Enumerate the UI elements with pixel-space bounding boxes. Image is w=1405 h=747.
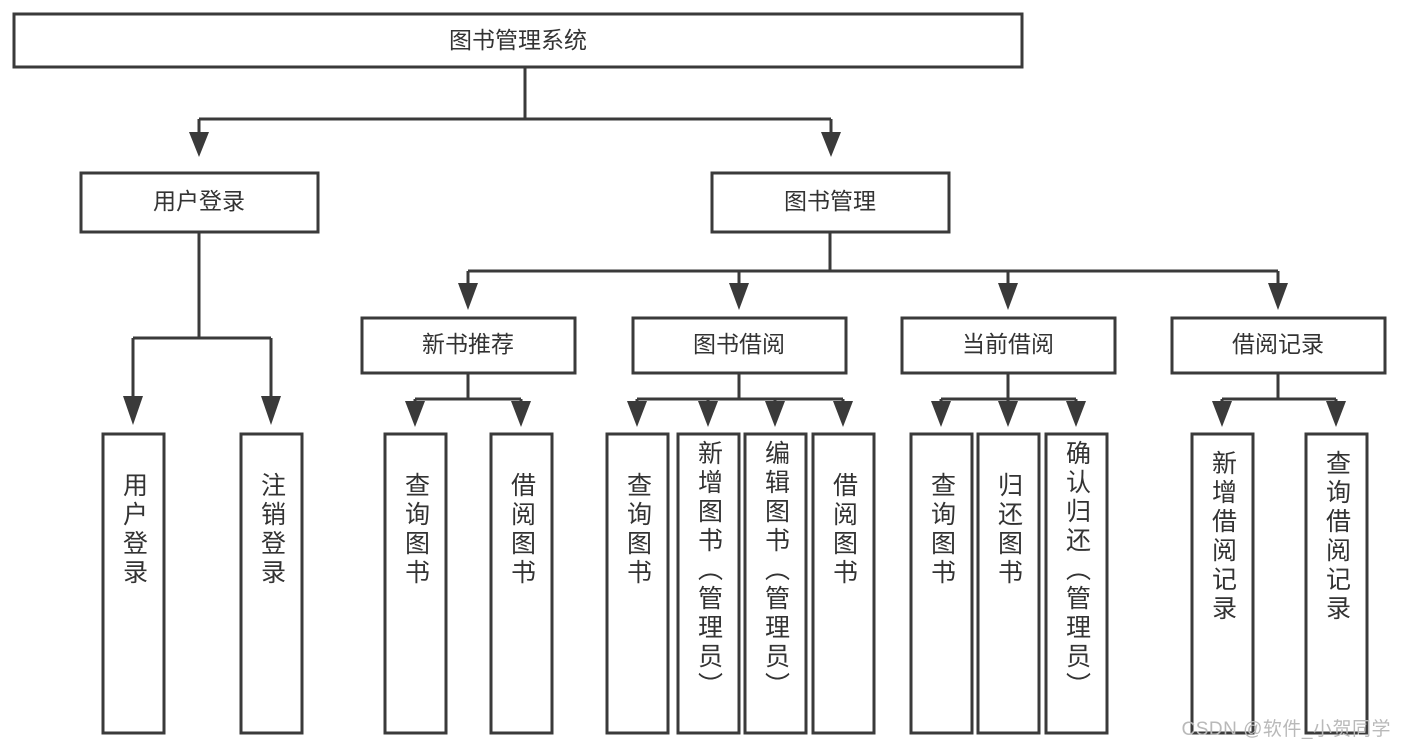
arrow-head-icon (458, 283, 478, 310)
leaf-user-login-logout[interactable]: 注销登录 (239, 432, 304, 735)
leaf-box (1304, 432, 1369, 735)
arrow-head-icon (698, 401, 718, 427)
arrow-head-icon (821, 132, 841, 157)
arrow-head-icon (1268, 283, 1288, 310)
arrow-head-icon (1066, 401, 1086, 427)
node-new-book-recommend[interactable]: 新书推荐 (360, 316, 577, 375)
leaf-label: 注销登录 (257, 472, 286, 588)
connector-book-borrow-to-leaves (627, 373, 853, 427)
leaf-user-login-login[interactable]: 用户登录 (101, 432, 166, 735)
leaf-borrow-record-query[interactable]: 查询借阅记录 (1304, 432, 1369, 735)
arrow-head-icon (1326, 401, 1346, 427)
connector-user-login-to-leaves (123, 232, 281, 425)
arrow-head-icon (998, 401, 1018, 427)
leaf-box (676, 432, 741, 735)
node-user-login-label: 用户登录 (153, 188, 245, 214)
leaf-box (489, 432, 554, 735)
leaf-label: 新增图书（管理员） (694, 440, 723, 701)
leaf-box (1044, 432, 1109, 735)
leaf-box (239, 432, 304, 735)
node-current-borrow-box (900, 316, 1117, 375)
node-current-borrow-label: 当前借阅 (962, 331, 1054, 357)
arrow-head-icon (729, 283, 749, 310)
node-book-borrow-label: 图书借阅 (693, 331, 785, 357)
arrow-head-icon (511, 401, 531, 427)
leaf-borrow-record-add[interactable]: 新增借阅记录 (1190, 432, 1255, 735)
arrow-head-icon (765, 401, 785, 427)
leaf-box (1190, 432, 1255, 735)
arrow-head-icon (627, 401, 647, 427)
arrow-head-icon (189, 132, 209, 157)
leaf-box (811, 432, 876, 735)
leaf-box (101, 432, 166, 735)
arrow-head-icon (261, 396, 281, 425)
leaf-label: 查询图书 (401, 472, 430, 588)
leaf-book-borrow-add[interactable]: 新增图书（管理员） (676, 432, 741, 735)
connector-book-management-to-level3 (458, 232, 1288, 310)
leaf-new-book-query[interactable]: 查询图书 (383, 432, 448, 735)
leaf-box (383, 432, 448, 735)
leaf-new-book-borrow[interactable]: 借阅图书 (489, 432, 554, 735)
leaf-box (909, 432, 974, 735)
leaf-box (605, 432, 670, 735)
leaf-label: 确认归还（管理员） (1062, 440, 1091, 701)
connector-borrow-record-to-leaves (1212, 373, 1346, 427)
node-root-box (12, 12, 1024, 69)
arrow-head-icon (833, 401, 853, 427)
leaf-label: 借阅图书 (829, 472, 858, 588)
leaf-book-borrow-query[interactable]: 查询图书 (605, 432, 670, 735)
leaf-box (976, 432, 1041, 735)
connector-root-to-level2 (189, 67, 841, 157)
leaf-label: 查询图书 (927, 472, 956, 588)
leaf-label: 新增借阅记录 (1208, 450, 1237, 624)
leaf-label: 编辑图书（管理员） (761, 440, 790, 701)
node-root[interactable]: 图书管理系统 (12, 12, 1024, 69)
node-user-login-box (79, 171, 320, 234)
node-new-book-recommend-label: 新书推荐 (422, 331, 514, 357)
node-new-book-recommend-box (360, 316, 577, 375)
leaf-book-borrow-borrow[interactable]: 借阅图书 (811, 432, 876, 735)
node-borrow-record-label: 借阅记录 (1232, 331, 1324, 357)
leaf-current-borrow-return[interactable]: 归还图书 (976, 432, 1041, 735)
node-user-login[interactable]: 用户登录 (79, 171, 320, 234)
arrow-head-icon (405, 401, 425, 427)
arrow-head-icon (1212, 401, 1232, 427)
node-book-management[interactable]: 图书管理 (710, 171, 951, 234)
leaf-label: 用户登录 (119, 472, 148, 588)
leaf-label: 借阅图书 (507, 472, 536, 588)
arrow-head-icon (998, 283, 1018, 310)
leaf-label: 查询图书 (623, 472, 652, 588)
node-book-management-label: 图书管理 (784, 188, 876, 214)
leaf-box (743, 432, 808, 735)
leaf-label: 查询借阅记录 (1322, 450, 1351, 624)
connector-new-book-to-leaves (405, 373, 531, 427)
connector-current-borrow-to-leaves (931, 373, 1086, 427)
node-book-borrow[interactable]: 图书借阅 (631, 316, 848, 375)
node-current-borrow[interactable]: 当前借阅 (900, 316, 1117, 375)
leaf-current-borrow-confirm[interactable]: 确认归还（管理员） (1044, 432, 1109, 735)
leaf-book-borrow-edit[interactable]: 编辑图书（管理员） (743, 432, 808, 735)
node-borrow-record[interactable]: 借阅记录 (1170, 316, 1387, 375)
leaf-current-borrow-query[interactable]: 查询图书 (909, 432, 974, 735)
node-root-label: 图书管理系统 (449, 27, 587, 53)
leaf-label: 归还图书 (994, 472, 1023, 588)
arrow-head-icon (931, 401, 951, 427)
arrow-head-icon (123, 396, 143, 425)
